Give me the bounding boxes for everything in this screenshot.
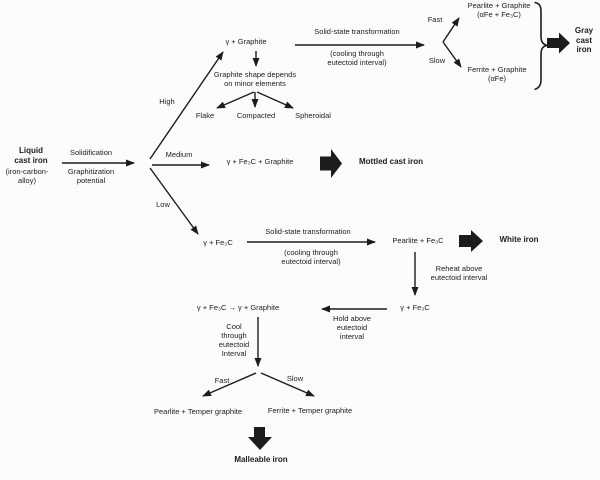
node-graphitization-reaction: γ + Fe₃C → γ + Graphite [196, 303, 280, 312]
label-fast-low: Fast [214, 376, 230, 385]
node-pearlite-fe3c: Pearlite + Fe₃C [392, 236, 444, 245]
terminal-gray-cast-iron: Gray cast iron [574, 26, 594, 55]
note-cooling-high: (cooling through eutectoid interval) [327, 49, 387, 67]
label-solidification: Solidification [69, 148, 113, 157]
label-slow-low: Slow [286, 374, 304, 383]
arrow-to-spheroidal [256, 91, 294, 109]
node-liquid-cast-iron: Liquid cast iron [14, 146, 48, 165]
arrow-branch-low [149, 167, 199, 235]
label-branch-high: High [159, 97, 175, 106]
label-slow-high: Slow [428, 56, 446, 65]
block-arrow-gray-cast-iron [547, 32, 570, 54]
node-ferrite-temper: Ferrite + Temper graphite [267, 406, 353, 415]
brace-gray-cast-iron [534, 1, 548, 91]
node-gamma-fe3c-graphite: γ + Fe₃C + Graphite [226, 157, 294, 166]
label-graphitization-potential: Graphitization potential [67, 167, 115, 185]
terminal-white-iron: White iron [499, 235, 539, 244]
arrow-fast-low [202, 372, 257, 397]
block-arrow-white-iron [459, 230, 483, 252]
note-graphite-shape: Graphite shape depends on minor elements [213, 70, 297, 88]
node-gamma-fe3c-reheated: γ + Fe₃C [400, 303, 430, 312]
arrow-to-flake [216, 91, 255, 109]
label-fast-high: Fast [427, 15, 443, 24]
node-liquid-alloy-note: (iron-carbon- alloy) [5, 167, 49, 185]
node-gamma-graphite: γ + Graphite [225, 37, 267, 46]
arrow-slow-low [260, 372, 315, 397]
node-spheroidal: Spheroidal [295, 111, 331, 120]
label-sst-low: Solid-state transformation [265, 227, 351, 236]
note-hold: Hold above eutectoid interval [333, 314, 371, 341]
node-pearlite-temper: Pearlite + Temper graphite [153, 407, 243, 416]
block-arrow-mottled-cast-iron [320, 149, 342, 178]
node-flake: Flake [195, 111, 215, 120]
note-cool: Cool through eutectoid Interval [218, 322, 250, 358]
block-arrow-malleable-iron [248, 427, 272, 450]
label-sst-high: Solid-state transformation [314, 27, 400, 36]
label-branch-low: Low [156, 200, 170, 209]
arrow-branch-high [149, 51, 224, 160]
node-compacted: Compacted [236, 111, 276, 120]
note-reheat: Reheat above eutectoid interval [430, 264, 488, 282]
arrow-slow-high [442, 41, 462, 68]
node-ferrite-graphite: Ferrite + Graphite (αFe) [467, 65, 527, 83]
label-branch-medium: Medium [165, 150, 193, 159]
node-gamma-fe3c-low: γ + Fe₃C [203, 238, 233, 247]
arrow-fast-high [442, 17, 460, 43]
terminal-mottled-cast-iron: Mottled cast iron [358, 157, 424, 166]
terminal-malleable-iron: Malleable iron [234, 455, 288, 464]
note-cooling-low: (cooling through eutectoid interval) [281, 248, 341, 266]
node-pearlite-graphite: Pearlite + Graphite (αFe + Fe₃C) [467, 1, 531, 19]
